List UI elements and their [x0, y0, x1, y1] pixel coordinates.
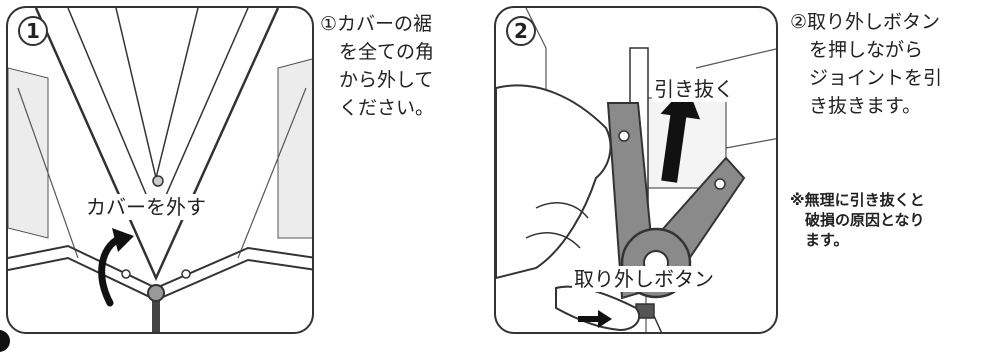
step2-illustration-panel: 2 引き抜く 取り外しボタン — [494, 6, 778, 334]
step1-illustration-panel: 1 カバーを外す — [6, 6, 314, 334]
remove-cover-label: カバーを外す — [84, 194, 208, 220]
step1-instruction-text: ①カバーの裾 を全ての角 から外して ください。 — [320, 13, 435, 119]
pull-out-label: 引き抜く — [652, 76, 736, 102]
release-button-label: 取り外しボタン — [572, 266, 716, 292]
curved-arrow-icon — [98, 228, 134, 307]
right-arrow-icon — [578, 310, 612, 328]
page-corner-marker — [0, 330, 10, 352]
cover-removal-illustration — [8, 8, 312, 332]
step2-instruction-text: ②取り外しボタン を押しながら ジョイントを引 き抜きます。 — [790, 11, 943, 117]
up-arrow-icon — [660, 85, 701, 183]
step1-number-badge: 1 — [18, 16, 48, 46]
warning-note: ※無理に引き抜くと 破損の原因となり ます。 — [790, 191, 925, 249]
step2-number-badge: 2 — [506, 16, 536, 46]
joint-removal-illustration — [496, 8, 776, 332]
